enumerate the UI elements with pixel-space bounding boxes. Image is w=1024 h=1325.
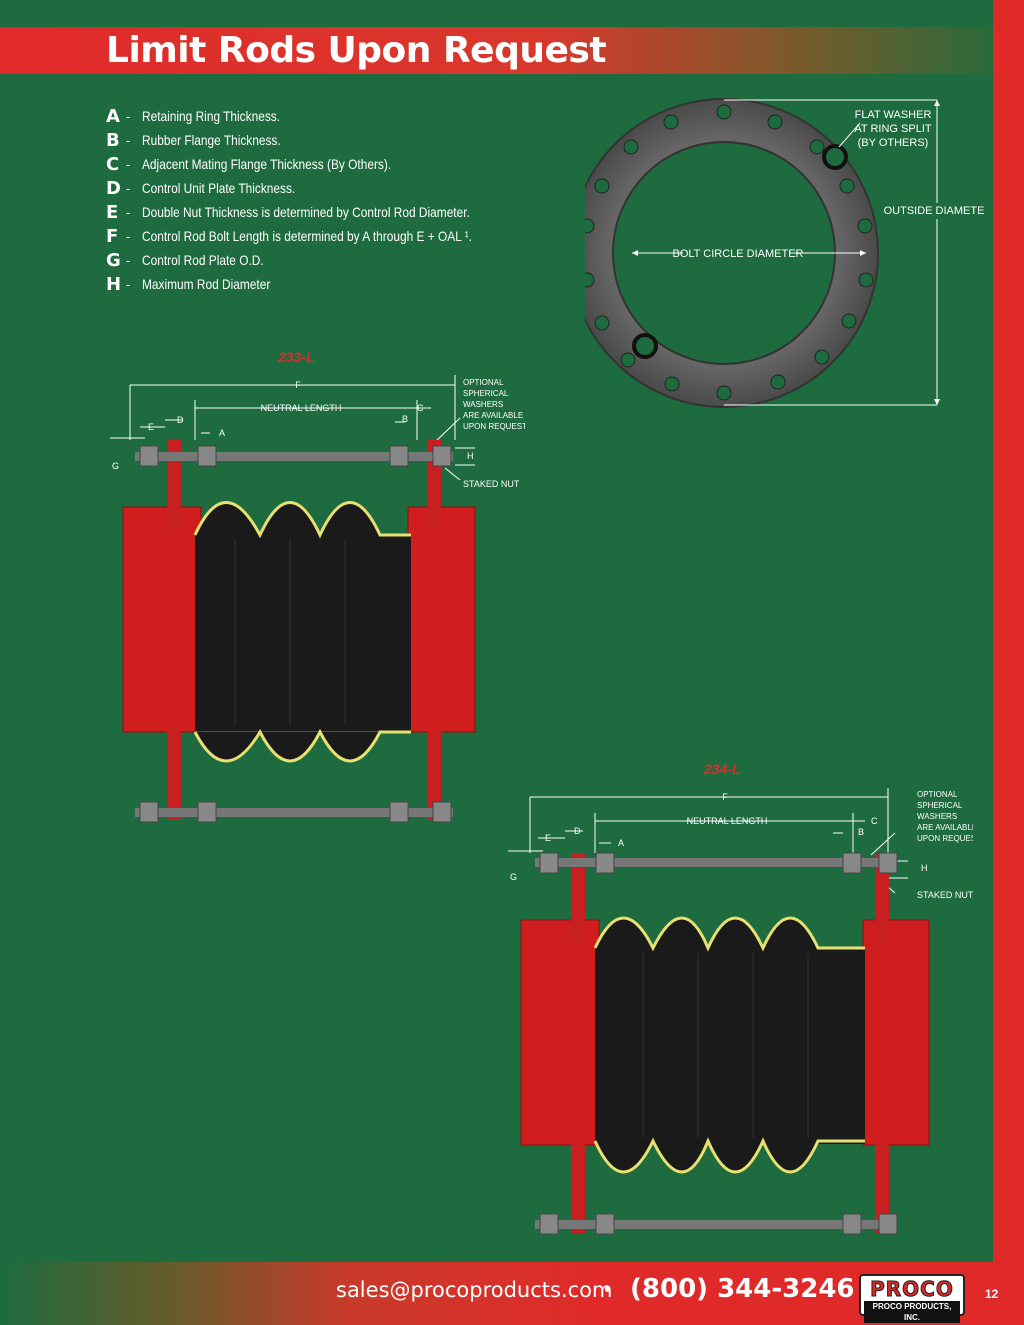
dim-d: D <box>574 826 581 836</box>
optional-washer-note-2: SPHERICAL <box>463 389 509 398</box>
flat-washer-label-1: FLAT WASHER <box>855 109 932 121</box>
right-flange <box>407 506 476 733</box>
dim-f: F <box>295 380 301 390</box>
legend-letter: G <box>106 249 121 271</box>
bolt-holes <box>585 104 874 401</box>
dim-neutral-length: NEUTRAL LENGTH <box>261 403 342 413</box>
bottom-rod <box>535 1220 893 1229</box>
optional-washer-note-3: WASHERS <box>917 812 957 821</box>
joint-233-diagram: F NEUTRAL LENGTH E D A B C G H OPTIONAL … <box>110 375 525 823</box>
dim-a: A <box>219 428 225 438</box>
flat-washer-label-3: (BY OTHERS) <box>858 137 929 149</box>
legend-text: Control Rod Bolt Length is determined by… <box>142 228 472 244</box>
legend-item: G-Control Rod Plate O.D. <box>106 249 264 271</box>
dim-g: G <box>510 872 517 882</box>
legend-text: Adjacent Mating Flange Thickness (By Oth… <box>142 156 392 172</box>
dim-g: G <box>112 461 119 471</box>
flat-washer-label-2: AT RING SPLIT <box>854 123 932 135</box>
split-washer-bottom <box>632 333 658 359</box>
bottom-rod <box>135 808 453 817</box>
bolt-circle-label: BOLT CIRCLE DIAMETER <box>672 248 803 260</box>
dimension-legend: A-Retaining Ring Thickness. B-Rubber Fla… <box>106 104 530 296</box>
outside-diameter-label: OUTSIDE DIAMETER <box>884 205 985 217</box>
footer-separator: • <box>604 1278 612 1301</box>
legend-letter: C <box>106 153 120 175</box>
control-plate-diagram: BOLT CIRCLE DIAMETER OUTSIDE DIAMETER FL… <box>585 98 985 408</box>
optional-washer-note-5: UPON REQUEST <box>917 834 973 843</box>
bottom-arches <box>593 1137 865 1174</box>
top-arches <box>593 916 865 952</box>
legend-letter: D <box>106 177 121 199</box>
optional-washer-note-1: OPTIONAL <box>917 790 958 799</box>
legend-item: D-Control Unit Plate Thickness. <box>106 177 296 199</box>
legend-item: F-Control Rod Bolt Length is determined … <box>106 225 472 247</box>
page-number: 12 <box>985 1287 999 1301</box>
legend-letter: A <box>106 105 120 127</box>
legend-item: E-Double Nut Thickness is determined by … <box>106 201 470 223</box>
split-washer-top <box>822 144 848 170</box>
staked-nut-label: STAKED NUT <box>917 890 973 900</box>
contact-phone[interactable]: (800) 344-3246 <box>630 1274 855 1304</box>
legend-letter: H <box>106 273 122 295</box>
dim-c: C <box>871 816 878 826</box>
legend-letter: E <box>106 201 119 223</box>
left-flange <box>122 506 202 733</box>
dim-e: E <box>545 833 551 843</box>
dim-b: B <box>858 827 864 837</box>
top-rod <box>135 452 453 461</box>
joint-234-diagram: F NEUTRAL LENGTH E D A B C G H OPTIONAL … <box>508 788 973 1235</box>
legend-text: Retaining Ring Thickness. <box>142 108 281 124</box>
left-flange <box>520 919 600 1146</box>
optional-washer-note-4: ARE AVAILABLE <box>463 411 523 420</box>
optional-washer-note-5: UPON REQUEST <box>463 422 525 431</box>
rubber-body <box>195 535 411 731</box>
legend-text: Control Unit Plate Thickness. <box>142 180 296 196</box>
title-banner: Limit Rods Upon Request <box>0 27 993 74</box>
optional-washer-note-1: OPTIONAL <box>463 378 504 387</box>
dim-a: A <box>618 838 624 848</box>
optional-washer-note-4: ARE AVAILABLE <box>917 823 973 832</box>
dim-b: B <box>402 414 408 424</box>
right-accent-bar <box>993 0 1024 1325</box>
logo-company: PROCO PRODUCTS, INC. <box>864 1301 960 1323</box>
legend-letter: B <box>106 129 120 151</box>
dim-neutral-length: NEUTRAL LENGTH <box>687 816 768 826</box>
dim-h: H <box>921 863 928 873</box>
optional-washer-note-2: SPHERICAL <box>917 801 963 810</box>
legend-text: Control Rod Plate O.D. <box>142 252 264 268</box>
legend-text: Maximum Rod Diameter <box>142 276 271 292</box>
top-rod <box>535 858 893 867</box>
dim-f: F <box>722 792 728 802</box>
model-233-label: 233-L <box>278 349 315 365</box>
model-234-label: 234-L <box>704 761 741 777</box>
top-arches <box>193 501 411 539</box>
rubber-body <box>595 948 865 1144</box>
page-title: Limit Rods Upon Request <box>106 30 607 71</box>
dim-c: C <box>417 403 424 413</box>
legend-text: Rubber Flange Thickness. <box>142 132 281 148</box>
contact-email[interactable]: sales@procoproducts.com <box>336 1278 613 1302</box>
staked-nut-label: STAKED NUT <box>463 479 520 489</box>
legend-item: A-Retaining Ring Thickness. <box>106 105 281 127</box>
dim-e: E <box>148 422 154 432</box>
logo-wordmark: PROCO <box>870 1277 954 1302</box>
dim-h: H <box>467 451 474 461</box>
optional-washer-note-3: WASHERS <box>463 400 503 409</box>
proco-logo: PROCO PROCO PRODUCTS, INC. <box>859 1274 965 1323</box>
legend-text: Double Nut Thickness is determined by Co… <box>142 204 470 220</box>
footer-bar <box>0 1262 993 1325</box>
right-flange <box>862 919 930 1146</box>
dim-d: D <box>177 415 184 425</box>
legend-item: C-Adjacent Mating Flange Thickness (By O… <box>106 153 392 175</box>
legend-letter: F <box>106 225 119 247</box>
legend-item: H-Maximum Rod Diameter <box>106 273 271 295</box>
bottom-arches <box>193 728 411 763</box>
legend-item: B-Rubber Flange Thickness. <box>106 129 281 151</box>
